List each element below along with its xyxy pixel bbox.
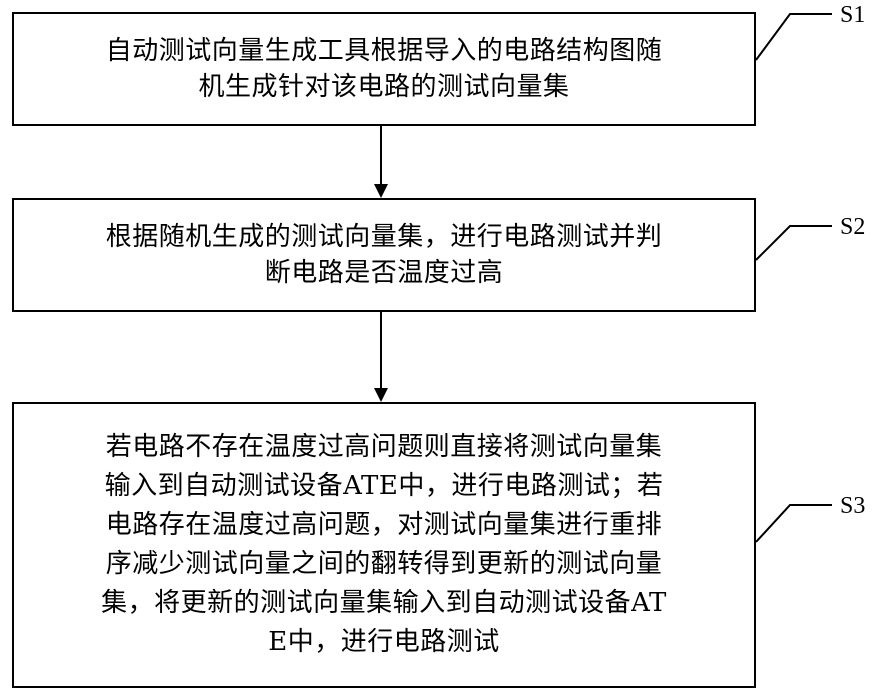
step-s2-text-line-1: 根据随机生成的测试向量集，进行电路测试并判 <box>106 219 663 255</box>
step-s3-text-line-3: 电路存在温度过高问题，对测试向量集进行重排 <box>106 506 663 545</box>
step-label-s1: S1 <box>840 2 865 29</box>
leader-line-s2 <box>756 226 832 260</box>
step-s3-text-line-1: 若电路不存在温度过高问题则直接将测试向量集 <box>106 428 663 467</box>
step-box-s1: 自动测试向量生成工具根据导入的电路结构图随 机生成针对该电路的测试向量集 <box>12 12 756 126</box>
step-label-s3: S3 <box>840 493 865 520</box>
leader-line-s3 <box>756 505 832 542</box>
step-s3-text-line-5: 集，将更新的测试向量集输入到自动测试设备AT <box>101 584 667 623</box>
step-label-s2: S2 <box>840 214 865 241</box>
step-s1-text-line-2: 机生成针对该电路的测试向量集 <box>198 69 569 105</box>
step-s3-text-line-6: E中，进行电路测试 <box>268 623 499 662</box>
step-s2-text-line-2: 断电路是否温度过高 <box>265 255 504 291</box>
step-s3-text-line-4: 序减少测试向量之间的翻转得到更新的测试向量 <box>106 545 663 584</box>
step-s1-text-line-1: 自动测试向量生成工具根据导入的电路结构图随 <box>106 33 663 69</box>
step-box-s3: 若电路不存在温度过高问题则直接将测试向量集 输入到自动测试设备ATE中，进行电路… <box>12 402 756 688</box>
arrowhead-s1-to-s2 <box>374 184 388 198</box>
arrowhead-s2-to-s3 <box>374 388 388 402</box>
step-box-s2: 根据随机生成的测试向量集，进行电路测试并判 断电路是否温度过高 <box>12 198 756 312</box>
step-s3-text-line-2: 输入到自动测试设备ATE中，进行电路测试；若 <box>105 467 664 506</box>
leader-line-s1 <box>756 14 832 60</box>
